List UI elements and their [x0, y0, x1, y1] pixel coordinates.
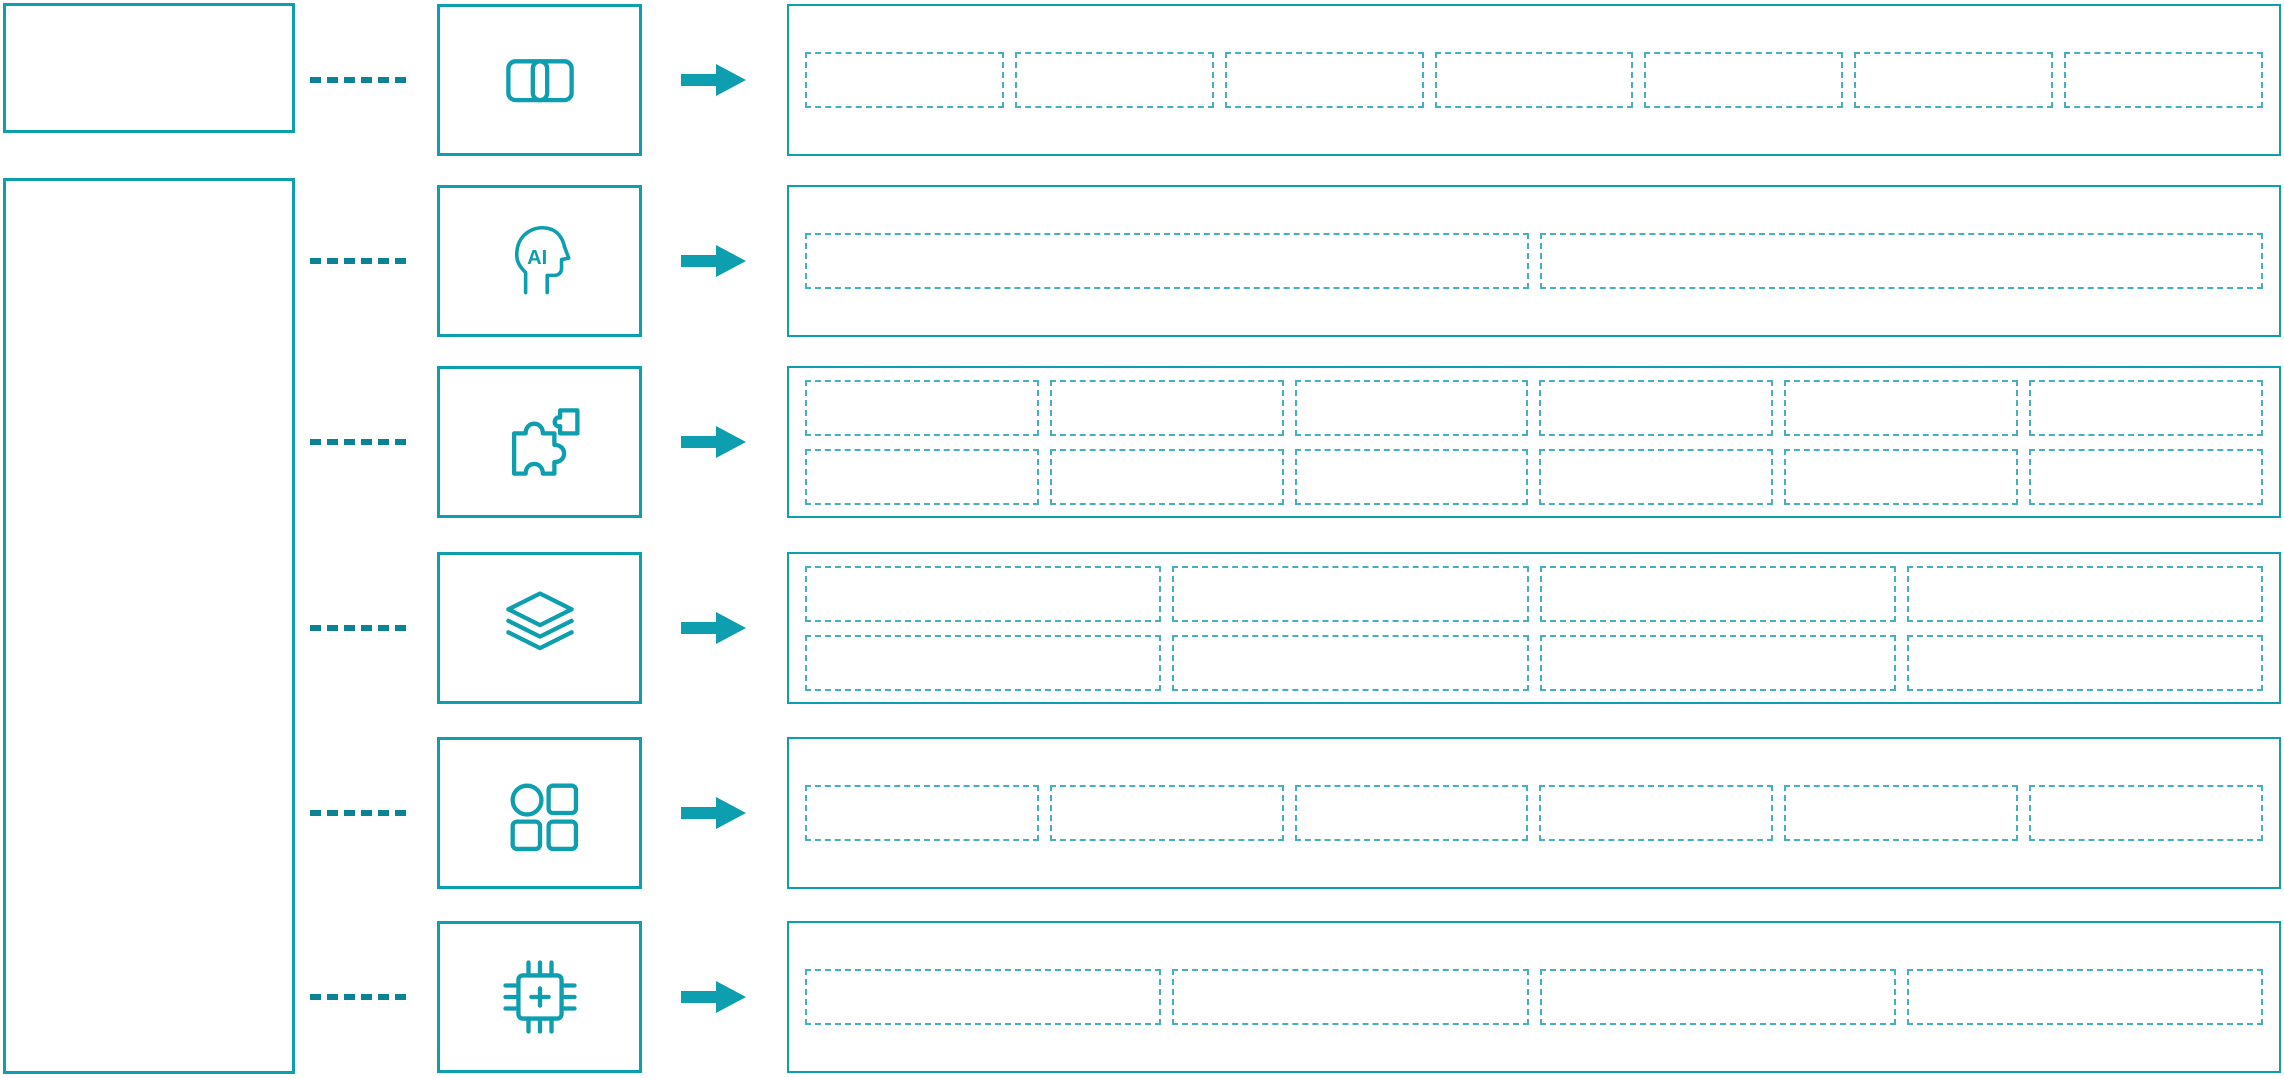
- content-panel: [787, 185, 2281, 337]
- placeholder-box: [805, 565, 1162, 622]
- placeholder-box: [1539, 233, 2263, 289]
- dashed-connector: [310, 439, 412, 445]
- flow-row-4: [0, 552, 2284, 704]
- placeholder-box: [2029, 448, 2263, 505]
- flow-arrow-icon: [681, 422, 747, 462]
- icon-box: [437, 552, 642, 704]
- placeholder-row: [805, 785, 2263, 841]
- placeholder-box: [805, 448, 1039, 505]
- flow-row-1: [0, 4, 2284, 156]
- placeholder-box: [1539, 634, 1896, 691]
- dashed-connector: [310, 625, 412, 631]
- content-panel: [787, 737, 2281, 889]
- content-panel: [787, 366, 2281, 518]
- overlapping-squares-icon: [494, 34, 586, 126]
- icon-box: [437, 4, 642, 156]
- placeholder-box: [805, 233, 1529, 289]
- placeholder-row: [805, 233, 2263, 289]
- flow-arrow-icon: [681, 608, 747, 648]
- placeholder-box: [1539, 969, 1896, 1025]
- placeholder-box: [1644, 52, 1844, 108]
- dashed-connector: [310, 258, 412, 264]
- placeholder-box: [805, 379, 1039, 436]
- content-panel: [787, 552, 2281, 704]
- placeholder-box: [1294, 379, 1529, 436]
- placeholder-box: [805, 52, 1004, 108]
- layers-icon: [494, 582, 586, 674]
- placeholder-box: [805, 969, 1162, 1025]
- placeholder-box: [1539, 448, 1774, 505]
- dashed-connector: [310, 77, 412, 83]
- placeholder-row: [805, 52, 2264, 108]
- placeholder-box: [1784, 785, 2019, 841]
- placeholder-box: [1294, 785, 1529, 841]
- content-panel: [787, 4, 2281, 156]
- placeholder-box: [1784, 448, 2019, 505]
- placeholder-row: [805, 634, 2263, 691]
- flow-row-5: [0, 737, 2284, 889]
- placeholder-row: [805, 969, 2263, 1025]
- placeholder-box: [1906, 634, 2263, 691]
- placeholder-box: [1224, 52, 1424, 108]
- svg-text:AI: AI: [527, 247, 547, 269]
- icon-box: [437, 366, 642, 518]
- placeholder-box: [1049, 379, 1284, 436]
- flow-row-3: [0, 366, 2284, 518]
- dashed-connector: [310, 994, 412, 1000]
- placeholder-box: [1172, 969, 1529, 1025]
- placeholder-box: [1784, 379, 2019, 436]
- placeholder-box: [1172, 634, 1529, 691]
- chip-icon: [494, 951, 586, 1043]
- flow-arrow-icon: [681, 60, 747, 100]
- dashed-connector: [310, 810, 412, 816]
- content-panel: [787, 921, 2281, 1073]
- icon-box: AI: [437, 185, 642, 337]
- flow-arrow-icon: [681, 977, 747, 1017]
- placeholder-box: [1854, 52, 2054, 108]
- placeholder-box: [1049, 785, 1284, 841]
- placeholder-box: [1539, 565, 1896, 622]
- placeholder-box: [1539, 379, 1774, 436]
- icon-box: [437, 921, 642, 1073]
- placeholder-box: [1172, 565, 1529, 622]
- app-grid-icon: [494, 767, 586, 859]
- placeholder-box: [1294, 448, 1529, 505]
- placeholder-row: [805, 448, 2263, 505]
- placeholder-box: [2029, 785, 2263, 841]
- placeholder-box: [1906, 969, 2263, 1025]
- left-main-box: [3, 178, 295, 1074]
- ai-head-icon: AI: [494, 215, 586, 307]
- placeholder-box: [1049, 448, 1284, 505]
- placeholder-box: [1539, 785, 1774, 841]
- placeholder-box: [1014, 52, 1214, 108]
- placeholder-row: [805, 565, 2263, 622]
- placeholder-box: [1906, 565, 2263, 622]
- placeholder-box: [2064, 52, 2264, 108]
- flow-arrow-icon: [681, 793, 747, 833]
- placeholder-box: [2029, 379, 2263, 436]
- placeholder-row: [805, 379, 2263, 436]
- placeholder-box: [805, 634, 1162, 691]
- flow-row-6: [0, 921, 2284, 1073]
- puzzle-icon: [494, 396, 586, 488]
- flow-row-2: AI: [0, 185, 2284, 337]
- flow-arrow-icon: [681, 241, 747, 281]
- placeholder-box: [1434, 52, 1634, 108]
- placeholder-box: [805, 785, 1039, 841]
- left-top-box: [3, 3, 295, 133]
- icon-box: [437, 737, 642, 889]
